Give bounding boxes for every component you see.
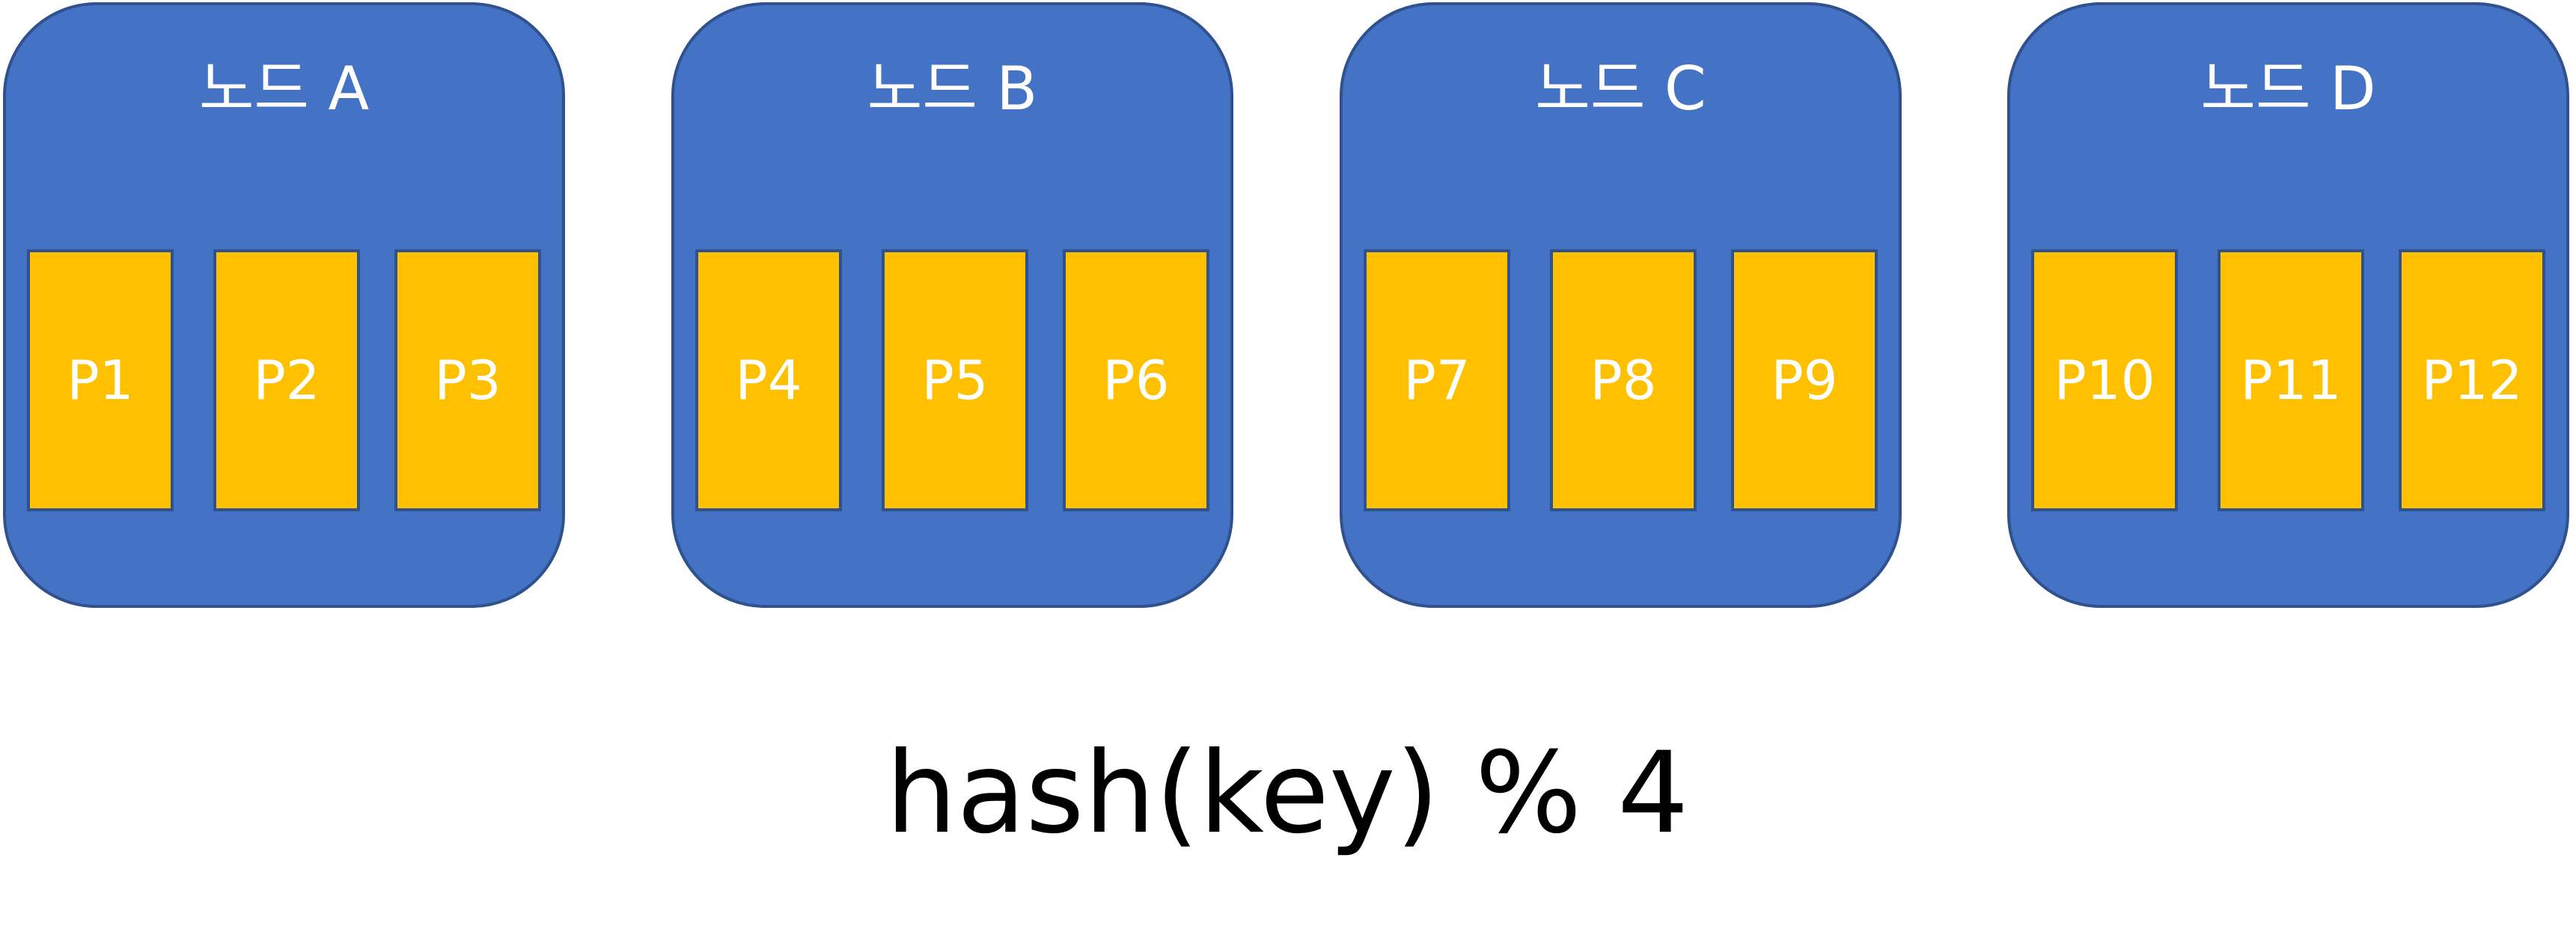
partition-p3: P3 bbox=[394, 249, 541, 511]
node-c-title: 노드 C bbox=[1535, 54, 1706, 124]
partition-p9: P9 bbox=[1731, 249, 1878, 511]
node-d-title: 노드 D bbox=[2200, 54, 2376, 124]
node-a: 노드 A P1 P2 P3 bbox=[3, 2, 565, 608]
partition-p8: P8 bbox=[1550, 249, 1697, 511]
node-d: 노드 D P10 P11 P12 bbox=[2007, 2, 2569, 608]
node-a-title: 노드 A bbox=[198, 54, 370, 124]
node-b: 노드 B P4 P5 P6 bbox=[671, 2, 1233, 608]
partition-p11: P11 bbox=[2218, 249, 2364, 511]
partition-p2: P2 bbox=[213, 249, 360, 511]
partition-p10: P10 bbox=[2031, 249, 2178, 511]
partition-p5: P5 bbox=[882, 249, 1028, 511]
partition-p12: P12 bbox=[2399, 249, 2545, 511]
node-c: 노드 C P7 P8 P9 bbox=[1340, 2, 1902, 608]
partition-p4: P4 bbox=[695, 249, 842, 511]
hash-formula: hash(key) % 4 bbox=[885, 728, 1689, 859]
partition-p1: P1 bbox=[27, 249, 174, 511]
partition-p7: P7 bbox=[1364, 249, 1510, 511]
partition-p6: P6 bbox=[1063, 249, 1209, 511]
node-b-title: 노드 B bbox=[867, 54, 1038, 124]
